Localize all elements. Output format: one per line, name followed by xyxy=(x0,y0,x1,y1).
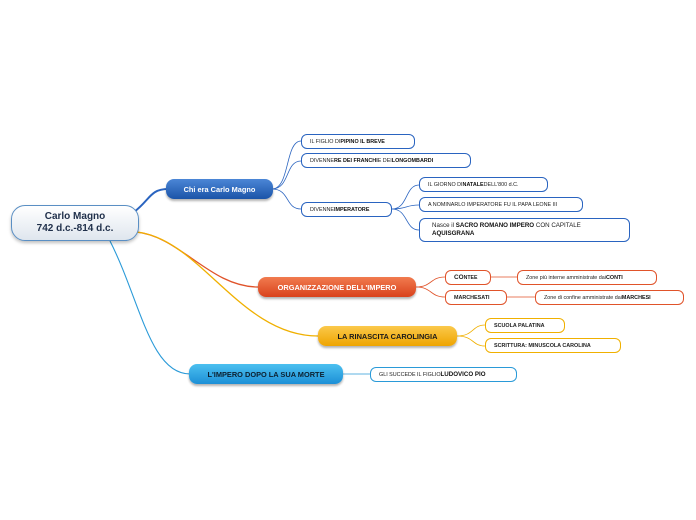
subtopic-marchesati-desc-text: Zone di confine amministrate dai xyxy=(544,294,622,301)
subtopic-scrittura-text: SCRITTURA: MINUSCOLA CAROLINA xyxy=(494,342,591,349)
topic-chi-era[interactable]: Chi era Carlo Magno xyxy=(166,179,273,199)
subtopic-sacro-mid: CON CAPITALE xyxy=(534,222,581,229)
subtopic-papa[interactable]: A NOMINARLO IMPERATORE FU IL PAPA LEONE … xyxy=(419,197,583,212)
subtopic-figlio-bold: PIPINO IL BREVE xyxy=(340,138,385,145)
subtopic-re-bold2: LONGOMBARDI xyxy=(391,157,434,164)
subtopic-contee-part1: CO xyxy=(454,274,464,281)
subtopic-sacro-bold2: AQUISGRANA xyxy=(432,230,475,237)
subtopic-sacro[interactable]: Nasce il SACRO ROMANO IMPERO CON CAPITAL… xyxy=(419,218,630,242)
link-chi-imperatore xyxy=(271,188,302,210)
subtopic-contee-desc-bold: CONTI xyxy=(606,274,623,281)
subtopic-re-text: DIVENNE xyxy=(310,157,334,164)
topic-chi-era-label: Chi era Carlo Magno xyxy=(183,184,256,194)
subtopic-succede-text: GLI SUCCEDE IL FIGLIO xyxy=(379,371,441,378)
subtopic-re-bold1: RE DEI FRANCHI xyxy=(333,157,378,164)
subtopic-marchesati-text: MARCHESATI xyxy=(454,294,490,301)
link-org-marchesati xyxy=(415,286,446,298)
subtopic-succede[interactable]: GLI SUCCEDE IL FIGLIO LUDOVICO PIO xyxy=(370,367,517,382)
subtopic-contee-part2: NTEE xyxy=(463,274,478,281)
subtopic-imperatore-text: DIVENNE xyxy=(310,206,334,213)
subtopic-figlio-text: IL FIGLIO DI xyxy=(310,138,341,145)
subtopic-marchesati-desc[interactable]: Zone di confine amministrate dai MARCHES… xyxy=(535,290,684,305)
link-imp-natale xyxy=(391,184,420,210)
subtopic-sacro-text: Nasce il SACRO ROMANO IMPERO CON CAPITAL… xyxy=(432,222,581,238)
subtopic-natale-text: IL GIORNO DI xyxy=(428,181,463,188)
root-title: Carlo Magno xyxy=(44,211,106,222)
link-imp-papa xyxy=(391,204,420,210)
subtopic-marchesati[interactable]: MARCHESATI xyxy=(445,290,507,305)
topic-rinascita[interactable]: LA RINASCITA CAROLINGIA xyxy=(318,326,457,346)
subtopic-contee-desc[interactable]: Zone più interne amministrate dai CONTI xyxy=(517,270,657,285)
subtopic-contee-desc-text: Zone più interne amministrate dai xyxy=(526,274,607,281)
link-root-morte xyxy=(109,240,191,375)
subtopic-marchesati-desc-bold: MARCHESI xyxy=(621,294,651,301)
topic-morte[interactable]: L'IMPERO DOPO LA SUA MORTE xyxy=(189,364,343,384)
subtopic-scrittura[interactable]: SCRITTURA: MINUSCOLA CAROLINA xyxy=(485,338,621,353)
link-imp-sacro xyxy=(391,208,420,231)
subtopic-re-mid: E DEI xyxy=(377,157,392,164)
subtopic-re[interactable]: DIVENNE RE DEI FRANCHI E DEI LONGOMBARDI xyxy=(301,153,471,168)
subtopic-succede-bold: LUDOVICO PIO xyxy=(440,371,486,378)
subtopic-imperatore-bold: IMPERATORE xyxy=(333,206,370,213)
link-chi-figlio xyxy=(271,140,302,190)
subtopic-sacro-bold1: SACRO ROMANO IMPERO xyxy=(455,222,535,229)
root-dates: 742 d.c.-814 d.c. xyxy=(36,223,114,234)
link-root-chi xyxy=(133,188,169,213)
topic-morte-label: L'IMPERO DOPO LA SUA MORTE xyxy=(207,369,325,379)
subtopic-natale-bold: NATALE xyxy=(462,181,484,188)
link-rin-scuola xyxy=(456,324,486,337)
link-org-contee xyxy=(415,276,446,288)
subtopic-imperatore[interactable]: DIVENNE IMPERATORE xyxy=(301,202,392,217)
subtopic-scuola[interactable]: SCUOLA PALATINA xyxy=(485,318,565,333)
topic-organizzazione-label: ORGANIZZAZIONE DELL'IMPERO xyxy=(277,282,397,292)
subtopic-scuola-text: SCUOLA PALATINA xyxy=(494,322,545,329)
subtopic-papa-text: A NOMINARLO IMPERATORE FU IL PAPA LEONE … xyxy=(428,201,558,208)
topic-rinascita-label: LA RINASCITA CAROLINGIA xyxy=(337,331,438,341)
link-root-org xyxy=(135,231,259,288)
subtopic-figlio[interactable]: IL FIGLIO DI PIPINO IL BREVE xyxy=(301,134,415,149)
link-rin-scrittura xyxy=(456,335,486,347)
link-chi-re xyxy=(271,160,302,190)
subtopic-natale-post: DELL'800 d.C. xyxy=(483,181,519,188)
root-node[interactable]: Carlo Magno 742 d.c.-814 d.c. xyxy=(11,205,139,241)
subtopic-sacro-pre: Nasce il xyxy=(432,222,456,229)
topic-organizzazione[interactable]: ORGANIZZAZIONE DELL'IMPERO xyxy=(258,277,416,297)
link-root-rinascita xyxy=(135,231,319,337)
subtopic-natale[interactable]: IL GIORNO DI NATALE DELL'800 d.C. xyxy=(419,177,548,192)
